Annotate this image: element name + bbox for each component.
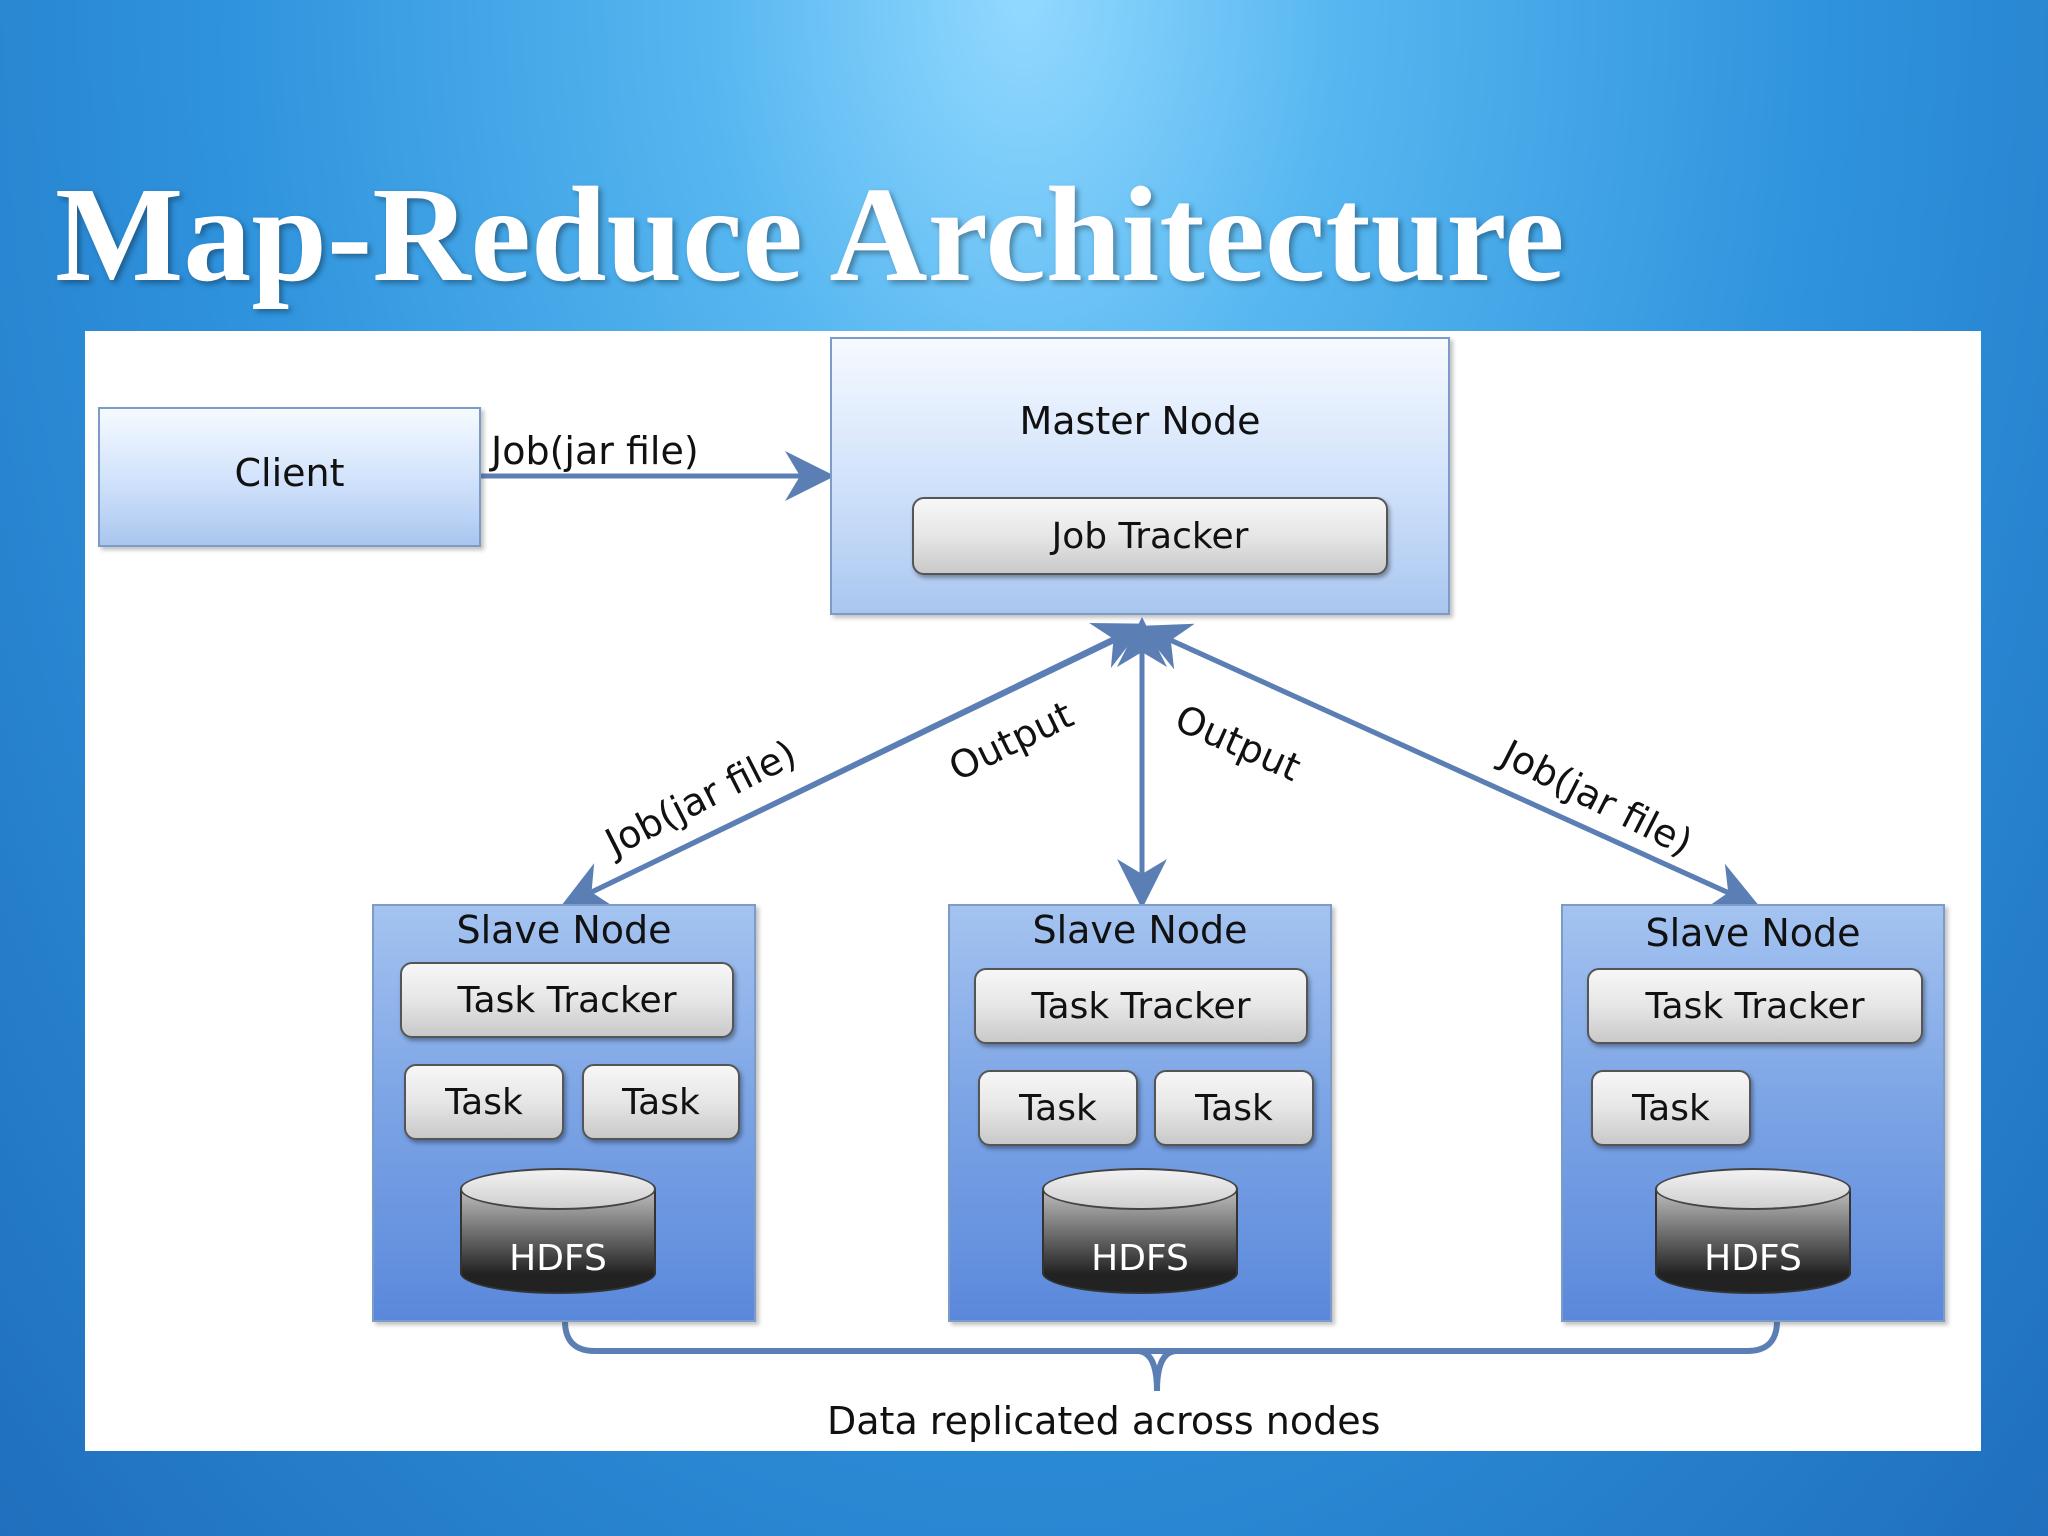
slave-left-hdfs-cylinder: HDFS	[460, 1168, 656, 1294]
diagram-panel: Client Master Node Job Tracker Slave Nod…	[85, 331, 1981, 1451]
slave-right-task-tracker: Task Tracker	[1587, 968, 1923, 1044]
client-box: Client	[98, 407, 481, 547]
client-to-master-label: Job(jar file)	[491, 429, 699, 473]
replication-bracket	[562, 1320, 1780, 1392]
slave-node-right-label: Slave Node	[1645, 911, 1861, 955]
slave-center-task-tracker: Task Tracker	[974, 968, 1308, 1044]
job-tracker-box: Job Tracker	[912, 497, 1388, 575]
slave-node-right: Slave Node Task Tracker Task HDFS	[1561, 904, 1945, 1322]
slide-title: Map-Reduce Architecture	[55, 160, 1565, 310]
slave-node-center-label: Slave Node	[1032, 908, 1248, 952]
slave-center-hdfs-cylinder: HDFS	[1042, 1168, 1238, 1294]
slave-node-left-label: Slave Node	[456, 908, 672, 952]
master-node-label: Master Node	[1019, 399, 1261, 443]
slave-right-task-1: Task	[1591, 1070, 1751, 1146]
slave-right-hdfs-cylinder: HDFS	[1655, 1168, 1851, 1294]
slave-left-task-tracker: Task Tracker	[400, 962, 734, 1038]
slave-right-hdfs-label: HDFS	[1704, 1238, 1802, 1279]
slave-left-hdfs-label: HDFS	[509, 1238, 607, 1279]
slave-center-task-1: Task	[978, 1070, 1138, 1146]
master-node-box: Master Node Job Tracker	[830, 337, 1450, 615]
slave-left-output-arrow	[567, 622, 1145, 906]
connector-layer	[481, 451, 1780, 1392]
slave-node-left: Slave Node Task Tracker Task Task HDFS	[372, 904, 756, 1322]
client-label: Client	[234, 451, 345, 495]
slave-left-task-1: Task	[404, 1064, 564, 1140]
slave-right-to-master-arrow	[1138, 623, 1753, 906]
slave-center-task-2: Task	[1154, 1070, 1314, 1146]
slave-node-center: Slave Node Task Tracker Task Task HDFS	[948, 904, 1332, 1322]
slave-center-hdfs-label: HDFS	[1091, 1238, 1189, 1279]
slave-left-task-2: Task	[582, 1064, 740, 1140]
replication-note: Data replicated across nodes	[827, 1399, 1381, 1443]
